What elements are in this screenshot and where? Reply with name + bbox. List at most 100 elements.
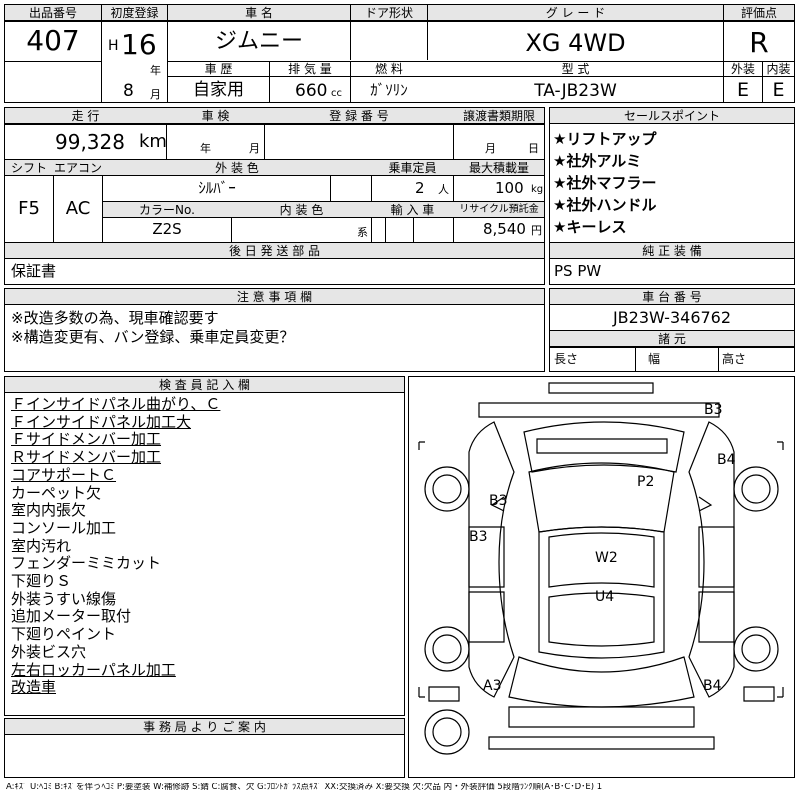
doc-month-unit: 月 — [485, 142, 496, 155]
lot-number: 407 — [26, 24, 80, 57]
parts-value: 保証書 — [11, 262, 57, 280]
reg-era: H — [108, 38, 119, 54]
dims-label: 諸 元 — [658, 332, 686, 346]
damage-mark: B3 — [469, 529, 488, 545]
inspector-note: 外装うすい線傷 — [11, 589, 117, 608]
sales-point: ★社外ハンドル — [553, 196, 657, 214]
inspector-note: 追加メーター取付 — [11, 607, 132, 626]
inspector-note: 下廻りＳ — [11, 572, 72, 591]
shift-value: F5 — [18, 198, 40, 219]
reg-year-unit: 年 — [150, 64, 161, 77]
model-label: 型 式 — [561, 62, 590, 76]
import-label: 輸 入 車 — [390, 203, 435, 217]
chassis-block: 車 台 番 号 JB23W-346762 諸 元 長さ 幅 高さ — [549, 288, 795, 372]
details-block: 走 行 車 検 登 録 番 号 譲渡書類期限 99,328 km 年 月 月 日… — [4, 107, 545, 285]
score-label: 評価点 — [740, 6, 777, 20]
damage-mark: B3 — [489, 493, 508, 509]
color-value: ｼﾙﾊﾞｰ — [198, 179, 236, 197]
inspector-note: 左右ロッカーパネル加工 — [11, 660, 176, 679]
color-number-label: カラーNo. — [139, 203, 195, 217]
reg-month-unit: 月 — [150, 88, 161, 101]
ac-label: エアコン — [54, 161, 103, 175]
inspector-note: 室内内張欠 — [11, 501, 87, 520]
length-label: 長さ — [554, 352, 579, 366]
inspection-label: 車 検 — [201, 109, 230, 123]
caution-line: ※改造多数の為、現車確認要す — [11, 309, 219, 327]
fuel-value: ｶﾞｿﾘﾝ — [370, 81, 408, 99]
sales-point: ★社外マフラー — [553, 174, 657, 192]
car-name: ジムニー — [214, 29, 303, 54]
recycle-value: 8,540 — [483, 220, 526, 238]
recycle-label: リサイクル預託金 — [459, 204, 539, 215]
header-label-row — [5, 5, 794, 21]
lot-label: 出品番号 — [28, 6, 77, 20]
inspector-note: Ｆインサイドパネル加工大 — [11, 412, 192, 431]
inspector-note: 外装ビス穴 — [11, 642, 87, 661]
load-unit: kg — [531, 184, 544, 195]
caution-line: ※構造変更有、バン登録、乗車定員変更？ — [11, 328, 295, 346]
damage-mark: W2 — [595, 550, 618, 566]
mileage-label: 走 行 — [71, 109, 100, 123]
damage-mark: B4 — [717, 452, 736, 468]
sales-points-label: セールスポイント — [623, 109, 720, 123]
model-value: TA-JB23W — [534, 81, 617, 101]
inspection-month-unit: 月 — [249, 142, 260, 155]
inspector-block: 検 査 員 記 入 欄 Ｆインサイドパネル曲がり、Ｃ Ｆインサイドパネル加工大 … — [4, 376, 405, 716]
interior-color-unit: 系 — [357, 226, 368, 239]
inspector-notes: Ｆインサイドパネル曲がり、Ｃ Ｆインサイドパネル加工大 Ｆサイドメンバー加工 Ｒ… — [11, 395, 221, 697]
equipment-label: 純 正 装 備 — [642, 244, 702, 258]
inspector-note: 室内汚れ — [11, 536, 72, 555]
grade-value: XG 4WD — [525, 29, 626, 57]
car-outline-diagram: B3 B4 P2 B3 B3 W2 U4 A3 B4 — [418, 382, 784, 755]
sales-points-list: ★リフトアップ ★社外アルミ ★社外マフラー ★社外ハンドル ★キーレス — [553, 128, 656, 238]
office-block: 事 務 局 よ り ご 案 内 — [4, 718, 405, 778]
history-value: 自家用 — [193, 80, 244, 100]
color-number-value: Z2S — [152, 220, 182, 238]
reg-label: 初度登録 — [110, 6, 159, 20]
plate-label: 登 録 番 号 — [329, 109, 389, 123]
ac-value: AC — [65, 198, 91, 219]
interior-label: 内装 — [766, 62, 791, 76]
score-value: R — [749, 26, 769, 59]
fuel-label: 燃 料 — [375, 62, 403, 76]
damage-mark: B4 — [703, 678, 722, 694]
height-label: 高さ — [722, 352, 747, 366]
interior-value: E — [772, 79, 785, 101]
caution-block: 注 意 事 項 欄 ※改造多数の為、現車確認要す ※構造変更有、バン登録、乗車定… — [4, 288, 545, 372]
caution-label: 注 意 事 項 欄 — [236, 290, 313, 304]
inspector-note: Ｒサイドメンバー加工 — [11, 448, 162, 467]
shift-label: シフト — [10, 161, 47, 175]
capacity-value: 2 — [415, 179, 425, 197]
mileage-unit: km — [139, 131, 167, 152]
grade-label: グ レ ー ド — [545, 6, 606, 20]
sales-point: ★社外アルミ — [553, 152, 642, 170]
displacement-value: 660 — [295, 81, 328, 101]
inspector-note: 改造車 — [11, 678, 57, 697]
inspector-note: コアサポートＣ — [11, 465, 117, 484]
inspector-note: フェンダーミミカット — [11, 554, 162, 573]
office-label: 事 務 局 よ り ご 案 内 — [143, 720, 266, 734]
header-block: 出品番号 初度登録 車 名 ドア形状 グ レ ー ド 評価点 407 H 16 … — [4, 4, 795, 103]
inspection-year-unit: 年 — [200, 142, 211, 155]
chassis-value: JB23W-346762 — [612, 308, 732, 327]
color-label: 外 装 色 — [215, 161, 259, 175]
door-label: ドア形状 — [364, 6, 413, 20]
recycle-unit: 円 — [531, 224, 542, 237]
sales-points-block: セールスポイント ★リフトアップ ★社外アルミ ★社外マフラー ★社外ハンドル … — [549, 107, 795, 285]
displacement-label: 排 気 量 — [288, 62, 332, 76]
sales-point: ★キーレス — [553, 218, 627, 236]
exterior-value: E — [736, 79, 749, 101]
inspector-note: Ｆインサイドパネル曲がり、Ｃ — [11, 395, 221, 413]
doc-day-unit: 日 — [528, 142, 539, 155]
capacity-unit: 人 — [438, 183, 449, 196]
inspector-note: 下廻りペイント — [11, 625, 117, 644]
history-label: 車 歴 — [204, 62, 233, 76]
damage-mark: U4 — [595, 589, 614, 605]
displacement-unit: cc — [331, 88, 342, 99]
reg-year: 16 — [121, 28, 157, 61]
inspector-note: Ｆサイドメンバー加工 — [11, 430, 162, 449]
capacity-label: 乗車定員 — [388, 161, 437, 175]
load-label: 最大積載量 — [468, 161, 529, 175]
inspector-note: カーペット欠 — [11, 483, 102, 502]
mileage-value: 99,328 — [55, 130, 125, 154]
